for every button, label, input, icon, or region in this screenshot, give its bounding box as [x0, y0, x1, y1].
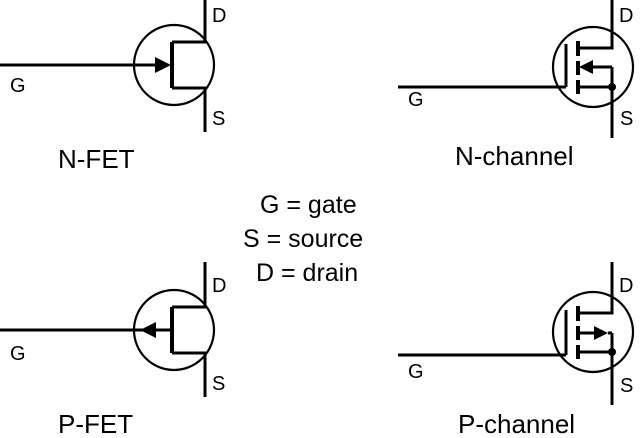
p-fet-drain-lead — [172, 262, 207, 309]
p-channel-gate-label: G — [408, 361, 424, 383]
n-channel-drain-lead — [578, 0, 614, 50]
p-fet-gate-label: G — [10, 343, 26, 365]
p-fet-symbol: G D S P-FET — [0, 262, 226, 438]
n-channel-symbol: G D S N-channel — [398, 0, 635, 171]
n-channel-caption: N-channel — [455, 141, 574, 171]
n-fet-symbol: G D S N-FET — [0, 0, 226, 174]
n-fet-caption: N-FET — [58, 144, 135, 174]
p-fet-source-lead — [172, 351, 207, 397]
n-channel-drain-label: D — [619, 5, 633, 27]
legend-gate: G = gate — [260, 191, 357, 219]
n-channel-arrow-icon — [579, 60, 593, 74]
n-channel-body-circle — [551, 25, 635, 109]
p-channel-junction-dot — [608, 348, 616, 356]
p-channel-source-label: S — [620, 375, 633, 397]
n-fet-drain-lead — [172, 0, 207, 44]
p-fet-source-label: S — [212, 373, 225, 395]
p-channel-symbol: G D S P-channel — [398, 262, 635, 438]
n-fet-arrow-icon — [155, 57, 171, 73]
n-fet-drain-label: D — [212, 5, 226, 27]
n-channel-source-label: S — [620, 108, 633, 130]
n-fet-source-lead — [172, 86, 207, 132]
n-channel-gate-label: G — [408, 89, 424, 111]
legend: G = gate S = source D = drain — [243, 191, 363, 287]
legend-drain: D = drain — [256, 259, 358, 287]
n-channel-junction-dot — [608, 83, 616, 91]
p-channel-caption: P-channel — [458, 409, 575, 438]
p-channel-drain-lead — [578, 262, 614, 315]
p-fet-caption: P-FET — [58, 409, 133, 438]
n-fet-gate-label: G — [10, 75, 26, 97]
n-fet-source-label: S — [212, 108, 225, 130]
legend-source: S = source — [243, 225, 363, 253]
p-channel-drain-label: D — [619, 275, 633, 297]
p-channel-body-circle — [551, 290, 635, 374]
p-fet-drain-label: D — [212, 275, 226, 297]
p-fet-arrow-icon — [140, 322, 156, 338]
p-channel-arrow-icon — [594, 326, 608, 340]
